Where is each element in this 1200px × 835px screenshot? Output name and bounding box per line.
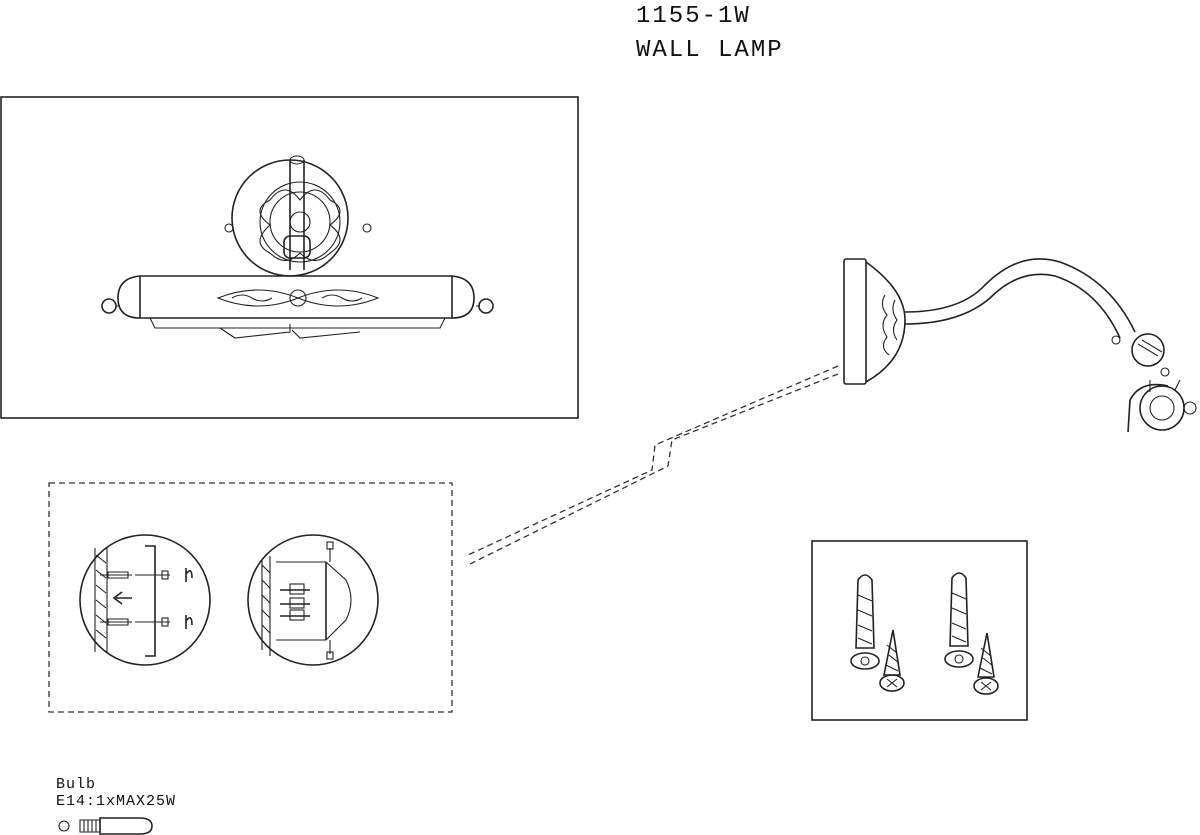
- bulb-spec: E14:1xMAX25W: [56, 793, 177, 810]
- mounting-detail: [48, 482, 453, 713]
- anchor-1: [850, 574, 880, 670]
- bulb-icon: [58, 817, 153, 835]
- title-block: 1155-1W WALL LAMP: [636, 0, 784, 68]
- bulb-spec-block: Bulb E14:1xMAX25W: [56, 776, 176, 810]
- screw-2: [973, 632, 999, 695]
- front-view-panel: [0, 96, 579, 419]
- screw-anchor-kit: [811, 540, 1028, 721]
- shade-ornament: [216, 289, 380, 307]
- callout-line-upper: [467, 365, 839, 556]
- model-number: 1155-1W: [636, 3, 751, 30]
- bulb-label: Bulb: [56, 776, 97, 793]
- screw-1: [879, 629, 905, 692]
- product-name: WALL LAMP: [636, 37, 784, 64]
- anchor-2: [944, 572, 974, 668]
- callout-line-lower: [465, 373, 839, 567]
- rosette-ornament: [259, 181, 341, 263]
- side-view-lamp: [843, 258, 1197, 433]
